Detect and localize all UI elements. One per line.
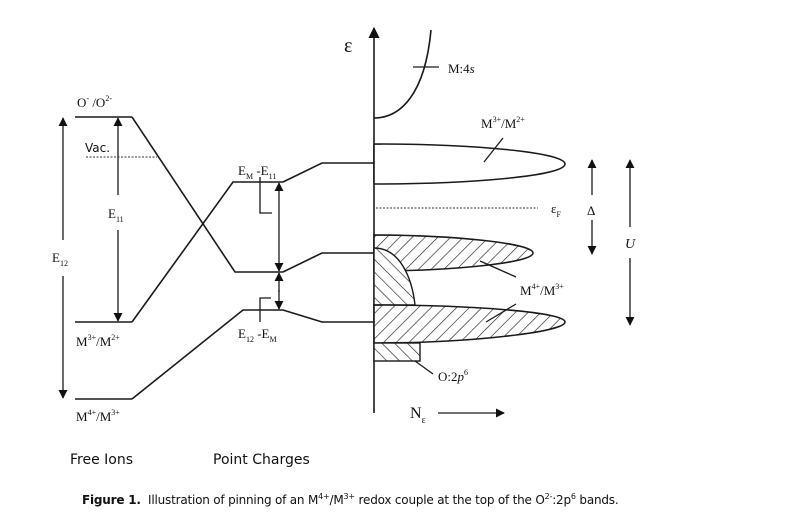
m3-m2-band — [373, 143, 566, 185]
section-label-point-charges: Point Charges — [213, 452, 310, 468]
level-label-m4-m3: M4+/M3+ — [76, 408, 120, 424]
section-label-free-ions: Free Ions — [70, 452, 133, 468]
m4-m3-lower-band — [373, 304, 566, 344]
em-minus-e11-bracket — [259, 177, 272, 214]
m4s-label: M:4s — [448, 61, 475, 76]
m4-m3-upper-band — [373, 234, 534, 272]
figure-caption: Figure 1. Illustration of pinning of an … — [82, 492, 619, 508]
level-shift-lines — [131, 116, 374, 400]
m4-m3-upper-pointer — [479, 260, 517, 278]
e12-minus-em-label: E12 -EM — [238, 326, 277, 344]
shift-line-low-to-band — [282, 309, 374, 323]
shift-line-m3-m2 — [131, 181, 283, 323]
free-ions-section: O- /O2- Vac. M3+/M2+ M4+/M3+ E12 E11 — [52, 94, 157, 424]
energy-axis-symbol: ε — [344, 35, 352, 57]
m4s-band-curve — [373, 29, 432, 119]
caption-text-4: :2p — [552, 493, 571, 507]
point-charges-section: EM -E11 E12 -EM — [238, 163, 284, 344]
caption-sup-1: 4+ — [318, 492, 330, 501]
e12-minus-em-bracket — [259, 297, 271, 322]
shift-line-o-o2 — [131, 116, 283, 273]
e12-label: E12 — [52, 250, 68, 268]
o2p-band-block — [373, 342, 421, 362]
level-label-m3-m2: M3+/M2+ — [76, 333, 120, 349]
caption-text-2: /M — [329, 493, 344, 507]
caption-text-3: redox couple at the top of the O — [354, 493, 545, 507]
caption-label: Figure 1. — [82, 493, 141, 507]
caption-sup-3: 2- — [544, 492, 553, 501]
shift-line-m4-m3 — [131, 309, 283, 400]
m4-m3-lower-pointer — [485, 303, 517, 323]
dos-axis-label: Nε — [410, 405, 426, 426]
shift-line-top-to-band — [282, 162, 374, 183]
vacuum-label: Vac. — [85, 141, 110, 155]
fermi-level-label: εF — [551, 201, 561, 219]
m3-m2-band-label: M3+/M2+ — [481, 115, 525, 131]
caption-sup-2: 3+ — [343, 492, 356, 501]
caption-sup-4: 6 — [570, 492, 576, 501]
shift-line-mid-to-band — [282, 252, 374, 273]
u-label: U — [625, 237, 636, 252]
caption-text-5: bands. — [575, 493, 619, 507]
level-label-o-o2: O- /O2- — [77, 94, 112, 110]
delta-label: Δ — [587, 203, 595, 218]
caption-text-1: Illustration of pinning of an M — [148, 493, 319, 507]
m3-m2-label-tick — [483, 137, 504, 163]
e11-label: E11 — [108, 206, 124, 224]
density-of-states-section: ε M:4s M3+/M2+ εF M4+/M3+ — [344, 26, 636, 426]
m4-m3-band-label: M4+/M3+ — [520, 282, 564, 298]
o2p-pointer — [414, 360, 434, 375]
em-minus-e11-label: EM -E11 — [238, 163, 276, 181]
o2p-band-label: O:2p6 — [438, 368, 468, 384]
